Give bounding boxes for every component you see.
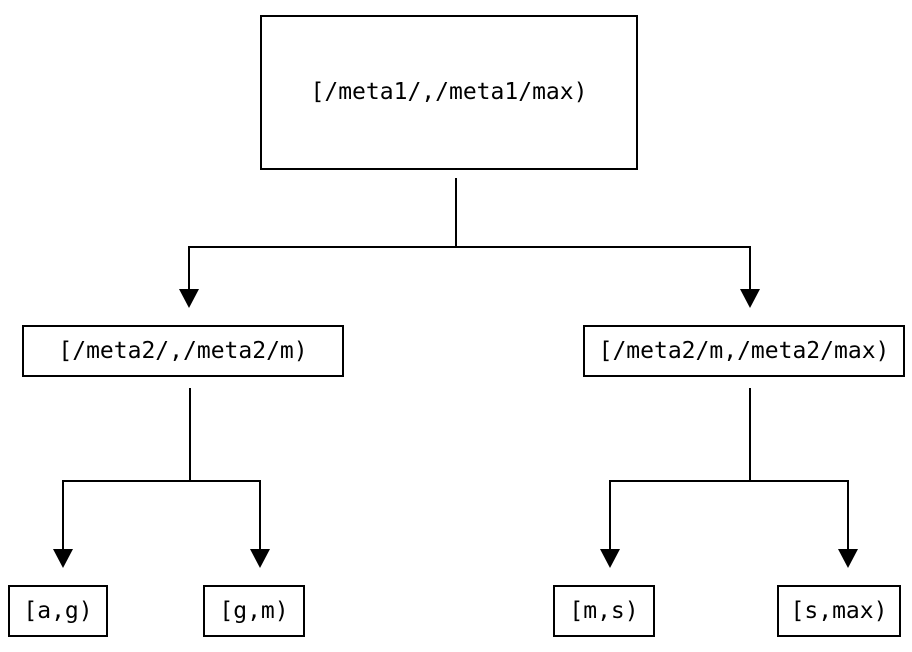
node-level1-left: [/meta2/,/meta2/m)	[22, 325, 344, 377]
node-root: [/meta1/,/meta1/max)	[260, 15, 638, 170]
edge-left-branch	[62, 480, 261, 550]
node-leaf-gm-label: [g,m)	[219, 597, 289, 624]
arrowhead-leaf-1	[53, 549, 73, 568]
node-root-label: [/meta1/,/meta1/max)	[310, 79, 588, 105]
edge-level1-branch	[188, 246, 751, 290]
node-leaf-ms-label: [m,s)	[569, 597, 639, 624]
node-leaf-gm: [g,m)	[203, 585, 305, 637]
arrowhead-level1-right	[740, 289, 760, 308]
node-leaf-ag: [a,g)	[8, 585, 108, 637]
arrowhead-leaf-4	[838, 549, 858, 568]
arrowhead-leaf-3	[600, 549, 620, 568]
arrowhead-level1-left	[179, 289, 199, 308]
node-leaf-ms: [m,s)	[553, 585, 655, 637]
node-leaf-smax: [s,max)	[777, 585, 901, 637]
node-level1-left-label: [/meta2/,/meta2/m)	[58, 337, 308, 364]
edge-right-branch	[609, 480, 849, 550]
node-leaf-ag-label: [a,g)	[23, 597, 93, 624]
node-level1-right-label: [/meta2/m,/meta2/max)	[598, 337, 890, 364]
node-leaf-smax-label: [s,max)	[790, 597, 888, 624]
node-level1-right: [/meta2/m,/meta2/max)	[583, 325, 905, 377]
arrowhead-leaf-2	[250, 549, 270, 568]
